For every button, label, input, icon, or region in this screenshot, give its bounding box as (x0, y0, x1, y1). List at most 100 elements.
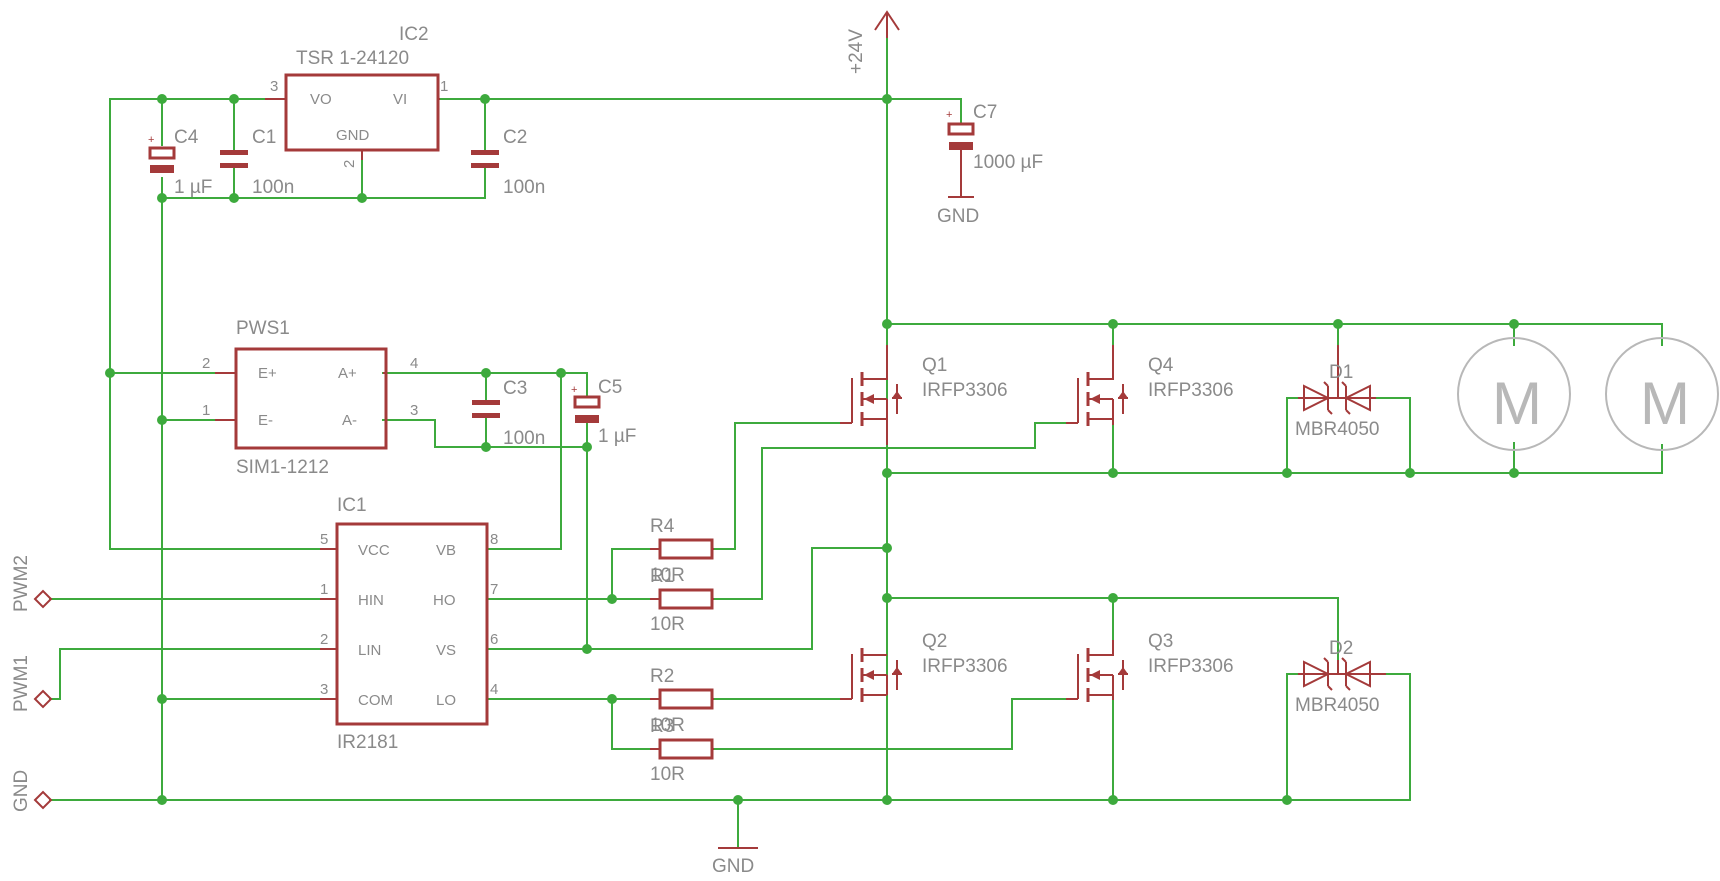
ic1-pin-vcc: VCC (358, 542, 390, 559)
capacitor-c5: + C5 1 µF (571, 377, 636, 447)
mosfet-q3: Q3 IRFP3306 (1066, 631, 1234, 702)
port-pwm2-label: PWM2 (11, 555, 32, 612)
ic1-pin-num-5: 5 (320, 531, 328, 548)
ic2-pin-num-2: 2 (341, 160, 358, 168)
port-pwm1: PWM1 (11, 655, 53, 712)
c5-value: 1 µF (598, 426, 636, 447)
capacitor-c4: + C4 1 µF (148, 127, 212, 198)
ic1-pin-num-7: 7 (490, 581, 498, 598)
q1-ref: Q1 (922, 355, 947, 376)
motor-2-label: M (1640, 370, 1690, 437)
ic2-pin-gnd: GND (336, 127, 370, 144)
ic1-pin-lo: LO (436, 692, 456, 709)
c1-value: 100n (252, 177, 294, 198)
mosfet-q4: Q4 IRFP3306 (1066, 345, 1234, 426)
c5-ref: C5 (598, 377, 622, 398)
q3-value: IRFP3306 (1148, 656, 1234, 677)
motor-1: M (1457, 337, 1571, 451)
q3-ref: Q3 (1148, 631, 1173, 652)
port-gnd: GND (11, 770, 53, 812)
ic1-pin-num-6: 6 (490, 631, 498, 648)
d1-ref: D1 (1329, 362, 1353, 383)
ground-label: GND (712, 856, 754, 877)
junctions (105, 94, 1519, 805)
r3-ref: R3 (650, 716, 674, 737)
pws1-pin-ap: A+ (338, 365, 357, 382)
ic2-value: TSR 1-24120 (296, 48, 409, 69)
r2-ref: R2 (650, 666, 674, 687)
resistor-r2: R2 10R (650, 666, 714, 736)
pws1-ref: PWS1 (236, 318, 290, 339)
pws1-pin-num-3: 3 (410, 402, 418, 419)
diode-d2: D2 MBR4050 (1295, 638, 1386, 716)
mosfet-q2: Q2 IRFP3306 (840, 631, 1008, 702)
ic1-value: IR2181 (337, 732, 398, 753)
q2-ref: Q2 (922, 631, 947, 652)
c7-ground-label: GND (937, 206, 979, 227)
pws1-pin-num-1: 1 (202, 402, 210, 419)
c2-value: 100n (503, 177, 545, 198)
c3-ref: C3 (503, 378, 527, 399)
motor-2: M (1605, 337, 1719, 451)
ic1-pin-num-4: 4 (490, 681, 498, 698)
r4-value: 10R (650, 565, 685, 586)
r3-value: 10R (650, 764, 685, 785)
port-gnd-label: GND (11, 770, 32, 812)
q4-ref: Q4 (1148, 355, 1174, 376)
ic1-pin-num-3: 3 (320, 681, 328, 698)
capacitor-c3: C3 100n (472, 378, 545, 449)
pws1-pin-num-4: 4 (410, 355, 418, 372)
svg-text:+: + (946, 109, 952, 121)
wires (49, 37, 1663, 849)
ic1-gate-driver: IC1 IR2181 VCC HIN LIN COM VB HO VS LO 5… (320, 495, 498, 753)
c3-value: 100n (503, 428, 545, 449)
c7-ref: C7 (973, 102, 997, 123)
capacitor-c1: C1 100n (220, 127, 294, 198)
pws1-pin-num-2: 2 (202, 355, 210, 372)
port-pwm1-label: PWM1 (11, 655, 32, 712)
ic1-pin-num-2: 2 (320, 631, 328, 648)
mosfet-q1: Q1 IRFP3306 (840, 345, 1008, 445)
ic2-pin-vi: VI (393, 91, 407, 108)
ic1-pin-vb: VB (436, 542, 456, 559)
resistor-r1: R1 10R (650, 566, 714, 635)
r4-ref: R4 (650, 516, 675, 537)
ic2-pin-num-3: 3 (270, 78, 278, 95)
pws1-pin-en: E- (258, 412, 273, 429)
c1-ref: C1 (252, 127, 276, 148)
d2-value: MBR4050 (1295, 695, 1380, 716)
supply-label: +24V (846, 29, 867, 74)
ic1-pin-num-1: 1 (320, 581, 328, 598)
q4-value: IRFP3306 (1148, 380, 1234, 401)
ic2-regulator: IC2 TSR 1-24120 VO VI GND 3 1 2 (265, 24, 448, 168)
d1-value: MBR4050 (1295, 419, 1380, 440)
c2-ref: C2 (503, 127, 527, 148)
q2-value: IRFP3306 (922, 656, 1008, 677)
resistor-r4: R4 10R (650, 516, 714, 586)
r2-value: 10R (650, 715, 685, 736)
c4-value: 1 µF (174, 177, 212, 198)
ic1-pin-vs: VS (436, 642, 456, 659)
ic1-pin-ho: HO (433, 592, 456, 609)
supply-24v-symbol: +24V (846, 10, 900, 74)
pws1-pin-ep: E+ (258, 365, 277, 382)
ic1-pin-hin: HIN (358, 592, 384, 609)
q1-value: IRFP3306 (922, 380, 1008, 401)
r1-ref: R1 (650, 566, 674, 587)
ic1-pin-com: COM (358, 692, 393, 709)
pws1-value: SIM1-1212 (236, 457, 329, 478)
capacitor-c7: + C7 1000 µF GND (937, 102, 1043, 227)
ic1-ref: IC1 (337, 495, 367, 516)
svg-text:+: + (571, 384, 577, 396)
motor-1-label: M (1492, 370, 1542, 437)
resistor-r3: R3 10R (650, 716, 714, 785)
c4-ref: C4 (174, 127, 199, 148)
port-pwm2: PWM2 (11, 555, 53, 612)
ic2-ref: IC2 (399, 24, 429, 45)
c7-value: 1000 µF (973, 152, 1043, 173)
pws1-converter: PWS1 SIM1-1212 E+ E- A+ A- 2 1 4 3 (202, 318, 418, 478)
ic2-pin-num-1: 1 (440, 78, 448, 95)
ic1-pin-num-8: 8 (490, 531, 498, 548)
capacitor-c2: C2 100n (471, 127, 545, 198)
